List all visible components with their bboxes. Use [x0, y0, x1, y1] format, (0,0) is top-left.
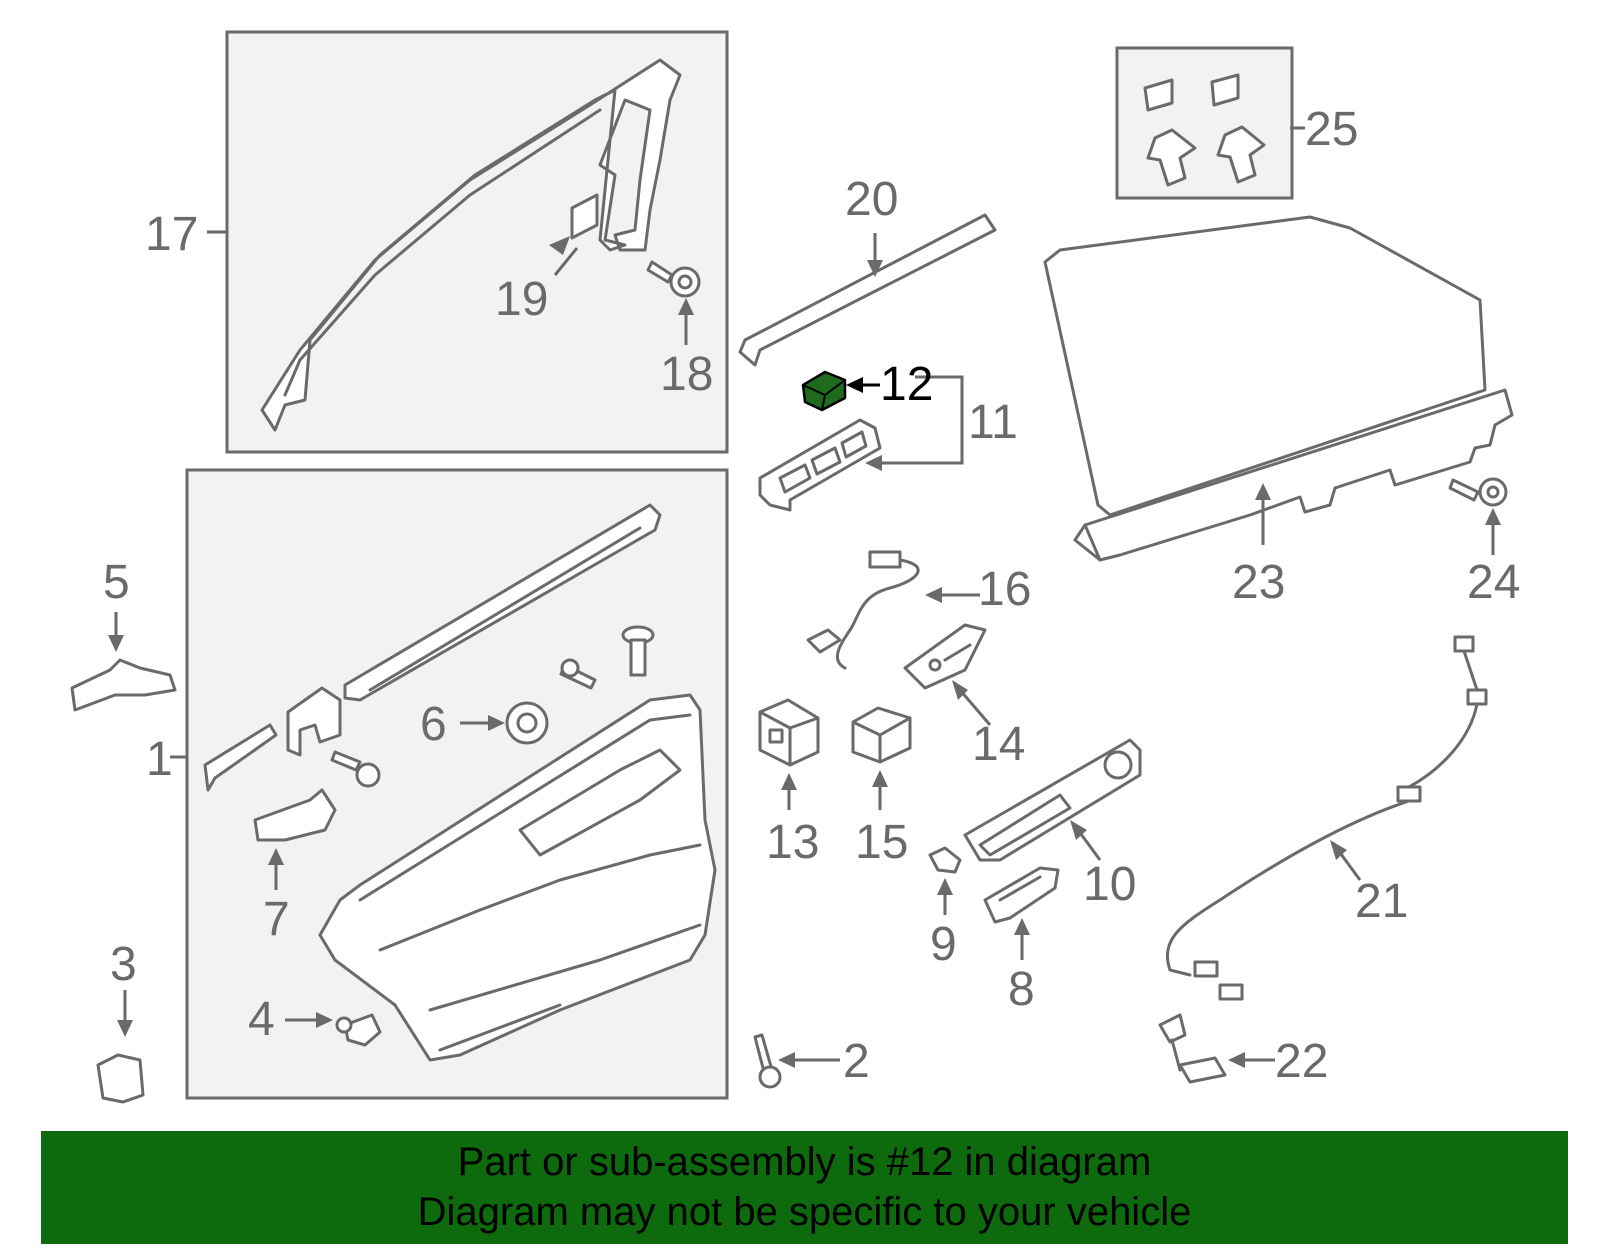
callout-1[interactable]: 1	[146, 733, 173, 786]
callout-11[interactable]: 11	[968, 396, 1018, 449]
part-17-window-frame-trim[interactable]	[260, 58, 682, 432]
part-23-door-glass[interactable]	[1043, 215, 1514, 562]
part-1-door-trim-panel[interactable]	[318, 693, 717, 1062]
callout-8[interactable]: 8	[1008, 963, 1035, 1016]
part-21-harness[interactable]	[1165, 635, 1488, 1001]
callout-22[interactable]: 22	[1275, 1035, 1328, 1088]
callout-3[interactable]: 3	[110, 938, 137, 991]
part-7-bracket[interactable]	[253, 788, 337, 842]
callout-17[interactable]: 17	[145, 208, 198, 261]
callout-18[interactable]: 18	[660, 348, 713, 401]
part-22-connector[interactable]	[1158, 1013, 1227, 1084]
part-20-belt-molding[interactable]	[738, 213, 997, 367]
part-13-switch[interactable]	[758, 698, 820, 767]
part-5-bracket[interactable]	[70, 658, 177, 712]
callout-23[interactable]: 23	[1232, 556, 1285, 609]
part-12-switch-cap[interactable]	[801, 370, 847, 412]
callout-21[interactable]: 21	[1355, 875, 1408, 928]
part-15-module[interactable]	[851, 706, 912, 764]
part-2-bolt[interactable]	[753, 1033, 782, 1089]
callout-15[interactable]: 15	[855, 816, 908, 869]
callout-25[interactable]: 25	[1305, 103, 1358, 156]
part-screw-b[interactable]	[559, 658, 597, 690]
part-3-clip[interactable]	[96, 1053, 145, 1104]
clip-kit-group-box	[1115, 46, 1294, 200]
callout-2[interactable]: 2	[843, 1035, 870, 1088]
part-4-clip[interactable]	[335, 1013, 382, 1047]
callout-5[interactable]: 5	[103, 556, 130, 609]
part-6-grommet[interactable]	[505, 701, 549, 745]
leader-lines	[108, 126, 1501, 1068]
banner-line-2: Diagram may not be specific to your vehi…	[417, 1190, 1192, 1234]
info-banner: Part or sub-assembly is #12 in diagram D…	[41, 1131, 1568, 1244]
callout-24[interactable]: 24	[1467, 556, 1520, 609]
part-screw-a[interactable]	[330, 750, 381, 788]
callout-10[interactable]: 10	[1083, 858, 1136, 911]
part-11-switch-bezel[interactable]	[758, 418, 882, 512]
part-pin-fastener[interactable]	[621, 625, 655, 677]
part-armrest-rail[interactable]	[343, 503, 662, 702]
callout-14[interactable]: 14	[972, 718, 1025, 771]
part-8-handle[interactable]	[983, 866, 1060, 924]
callout-7[interactable]: 7	[263, 893, 290, 946]
part-10-handle-bezel[interactable]	[963, 738, 1142, 862]
part-bracket[interactable]	[286, 686, 342, 757]
callout-19[interactable]: 19	[495, 273, 548, 326]
callout-20[interactable]: 20	[845, 173, 898, 226]
callout-16[interactable]: 16	[978, 563, 1031, 616]
bracket-11	[880, 375, 964, 465]
part-16-wire-harness[interactable]	[806, 550, 920, 670]
banner-line-1: Part or sub-assembly is #12 in diagram	[457, 1140, 1152, 1184]
callout-labels: 1 2 3 4 5 6 7 8 9 10 11 12 13 14 15 16 1…	[103, 103, 1520, 1088]
callout-12[interactable]: 12	[880, 358, 933, 411]
part-25-clip-kit[interactable]	[1143, 73, 1266, 187]
callout-6[interactable]: 6	[420, 698, 447, 751]
part-14-switch-panel[interactable]	[903, 623, 987, 690]
callout-4[interactable]: 4	[248, 993, 275, 1046]
part-9-cap[interactable]	[928, 846, 962, 874]
part-clip-strip[interactable]	[203, 723, 278, 792]
callout-13[interactable]: 13	[766, 816, 819, 869]
callout-9[interactable]: 9	[930, 918, 957, 971]
part-18-bolt[interactable]	[646, 260, 701, 298]
part-19-pad[interactable]	[570, 193, 599, 240]
part-24-bolt[interactable]	[1448, 477, 1508, 507]
